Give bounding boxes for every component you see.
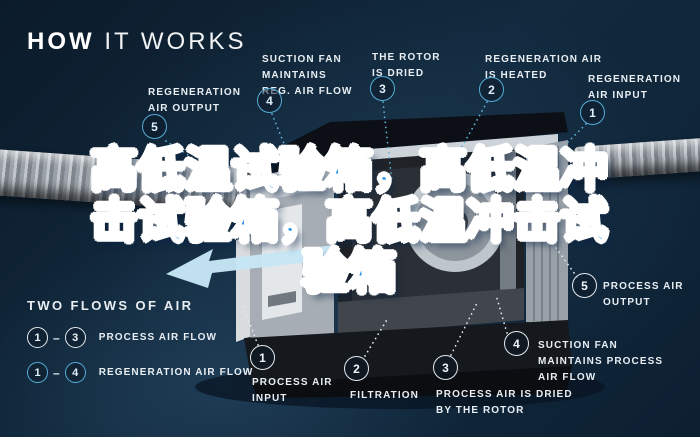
legend-row-regeneration: 1 – 4 REGENERATION AIR FLOW — [27, 362, 253, 383]
overlay-line-3: 验箱 — [301, 245, 398, 299]
legend-circle-from: 1 — [27, 362, 48, 383]
callout-process-air-output: PROCESS AIR OUTPUT 5 — [572, 273, 684, 311]
callout-filtration: FILTRATION 2 — [344, 356, 419, 404]
callout-rotor-is-dried: THE ROTOR IS DRIED 3 — [370, 50, 441, 101]
step-badge: 2 — [479, 77, 504, 102]
step-badge: 5 — [142, 114, 167, 139]
callout-regeneration-air-input: REGENERATION AIR INPUT 1 — [580, 72, 682, 125]
page-title: HOW IT WORKS — [27, 28, 247, 56]
legend: TWO FLOWS OF AIR 1 – 3 PROCESS AIR FLOW … — [27, 298, 253, 383]
legend-label: PROCESS AIR FLOW — [98, 332, 218, 343]
overlay-line-2: 击试验箱，高低温冲击试 — [89, 194, 609, 248]
callout-label: THE ROTOR IS DRIED — [372, 52, 441, 79]
legend-circle-from: 1 — [27, 327, 48, 348]
overlay-headline: 高低温试验箱，高低温冲 击试验箱，高低温冲击试 验箱 — [40, 143, 658, 299]
legend-row-process: 1 – 3 PROCESS AIR FLOW — [27, 327, 253, 348]
callout-process-air-dried: PROCESS AIR IS DRIED BY THE ROTOR 3 — [433, 355, 573, 419]
legend-range-dash: – — [53, 330, 60, 345]
step-badge: 4 — [504, 331, 529, 356]
legend-range-dash: – — [53, 365, 60, 380]
legend-circle-to: 4 — [64, 362, 86, 383]
step-badge: 1 — [250, 345, 275, 370]
overlay-line-1: 高低温试验箱，高低温冲 — [89, 143, 609, 197]
callout-label: REGENERATION AIR INPUT — [588, 74, 682, 101]
callout-suction-fan-reg-air: SUCTION FAN MAINTAINS REG. AIR FLOW 4 — [257, 52, 353, 113]
callout-regeneration-air-output: REGENERATION AIR OUTPUT 5 — [142, 85, 242, 139]
callout-label: FILTRATION — [350, 390, 419, 401]
callout-label: REGENERATION AIR IS HEATED — [485, 54, 603, 81]
callout-suction-fan-process-air: SUCTION FAN MAINTAINS PROCESS AIR FLOW 4 — [504, 331, 664, 386]
title-bold: HOW — [27, 28, 95, 55]
step-badge: 2 — [344, 356, 369, 381]
step-badge: 1 — [580, 100, 605, 125]
callout-label: REGENERATION AIR OUTPUT — [148, 87, 242, 114]
callout-process-air-input: PROCESS AIR INPUT 1 — [250, 345, 333, 407]
step-badge: 5 — [572, 273, 597, 298]
callout-label: PROCESS AIR IS DRIED BY THE ROTOR — [436, 389, 573, 416]
legend-label: REGENERATION AIR FLOW — [98, 367, 254, 378]
step-badge: 3 — [370, 76, 395, 101]
callout-label: SUCTION FAN MAINTAINS PROCESS AIR FLOW — [538, 340, 664, 383]
title-light: IT WORKS — [104, 28, 247, 55]
step-badge: 3 — [433, 355, 458, 380]
callout-label: PROCESS AIR OUTPUT — [603, 281, 684, 308]
callout-regeneration-air-heated: REGENERATION AIR IS HEATED 2 — [479, 52, 603, 102]
callout-label: PROCESS AIR INPUT — [252, 377, 333, 404]
legend-circle-to: 3 — [64, 327, 86, 348]
legend-heading: TWO FLOWS OF AIR — [27, 298, 194, 313]
step-badge: 4 — [257, 88, 282, 113]
